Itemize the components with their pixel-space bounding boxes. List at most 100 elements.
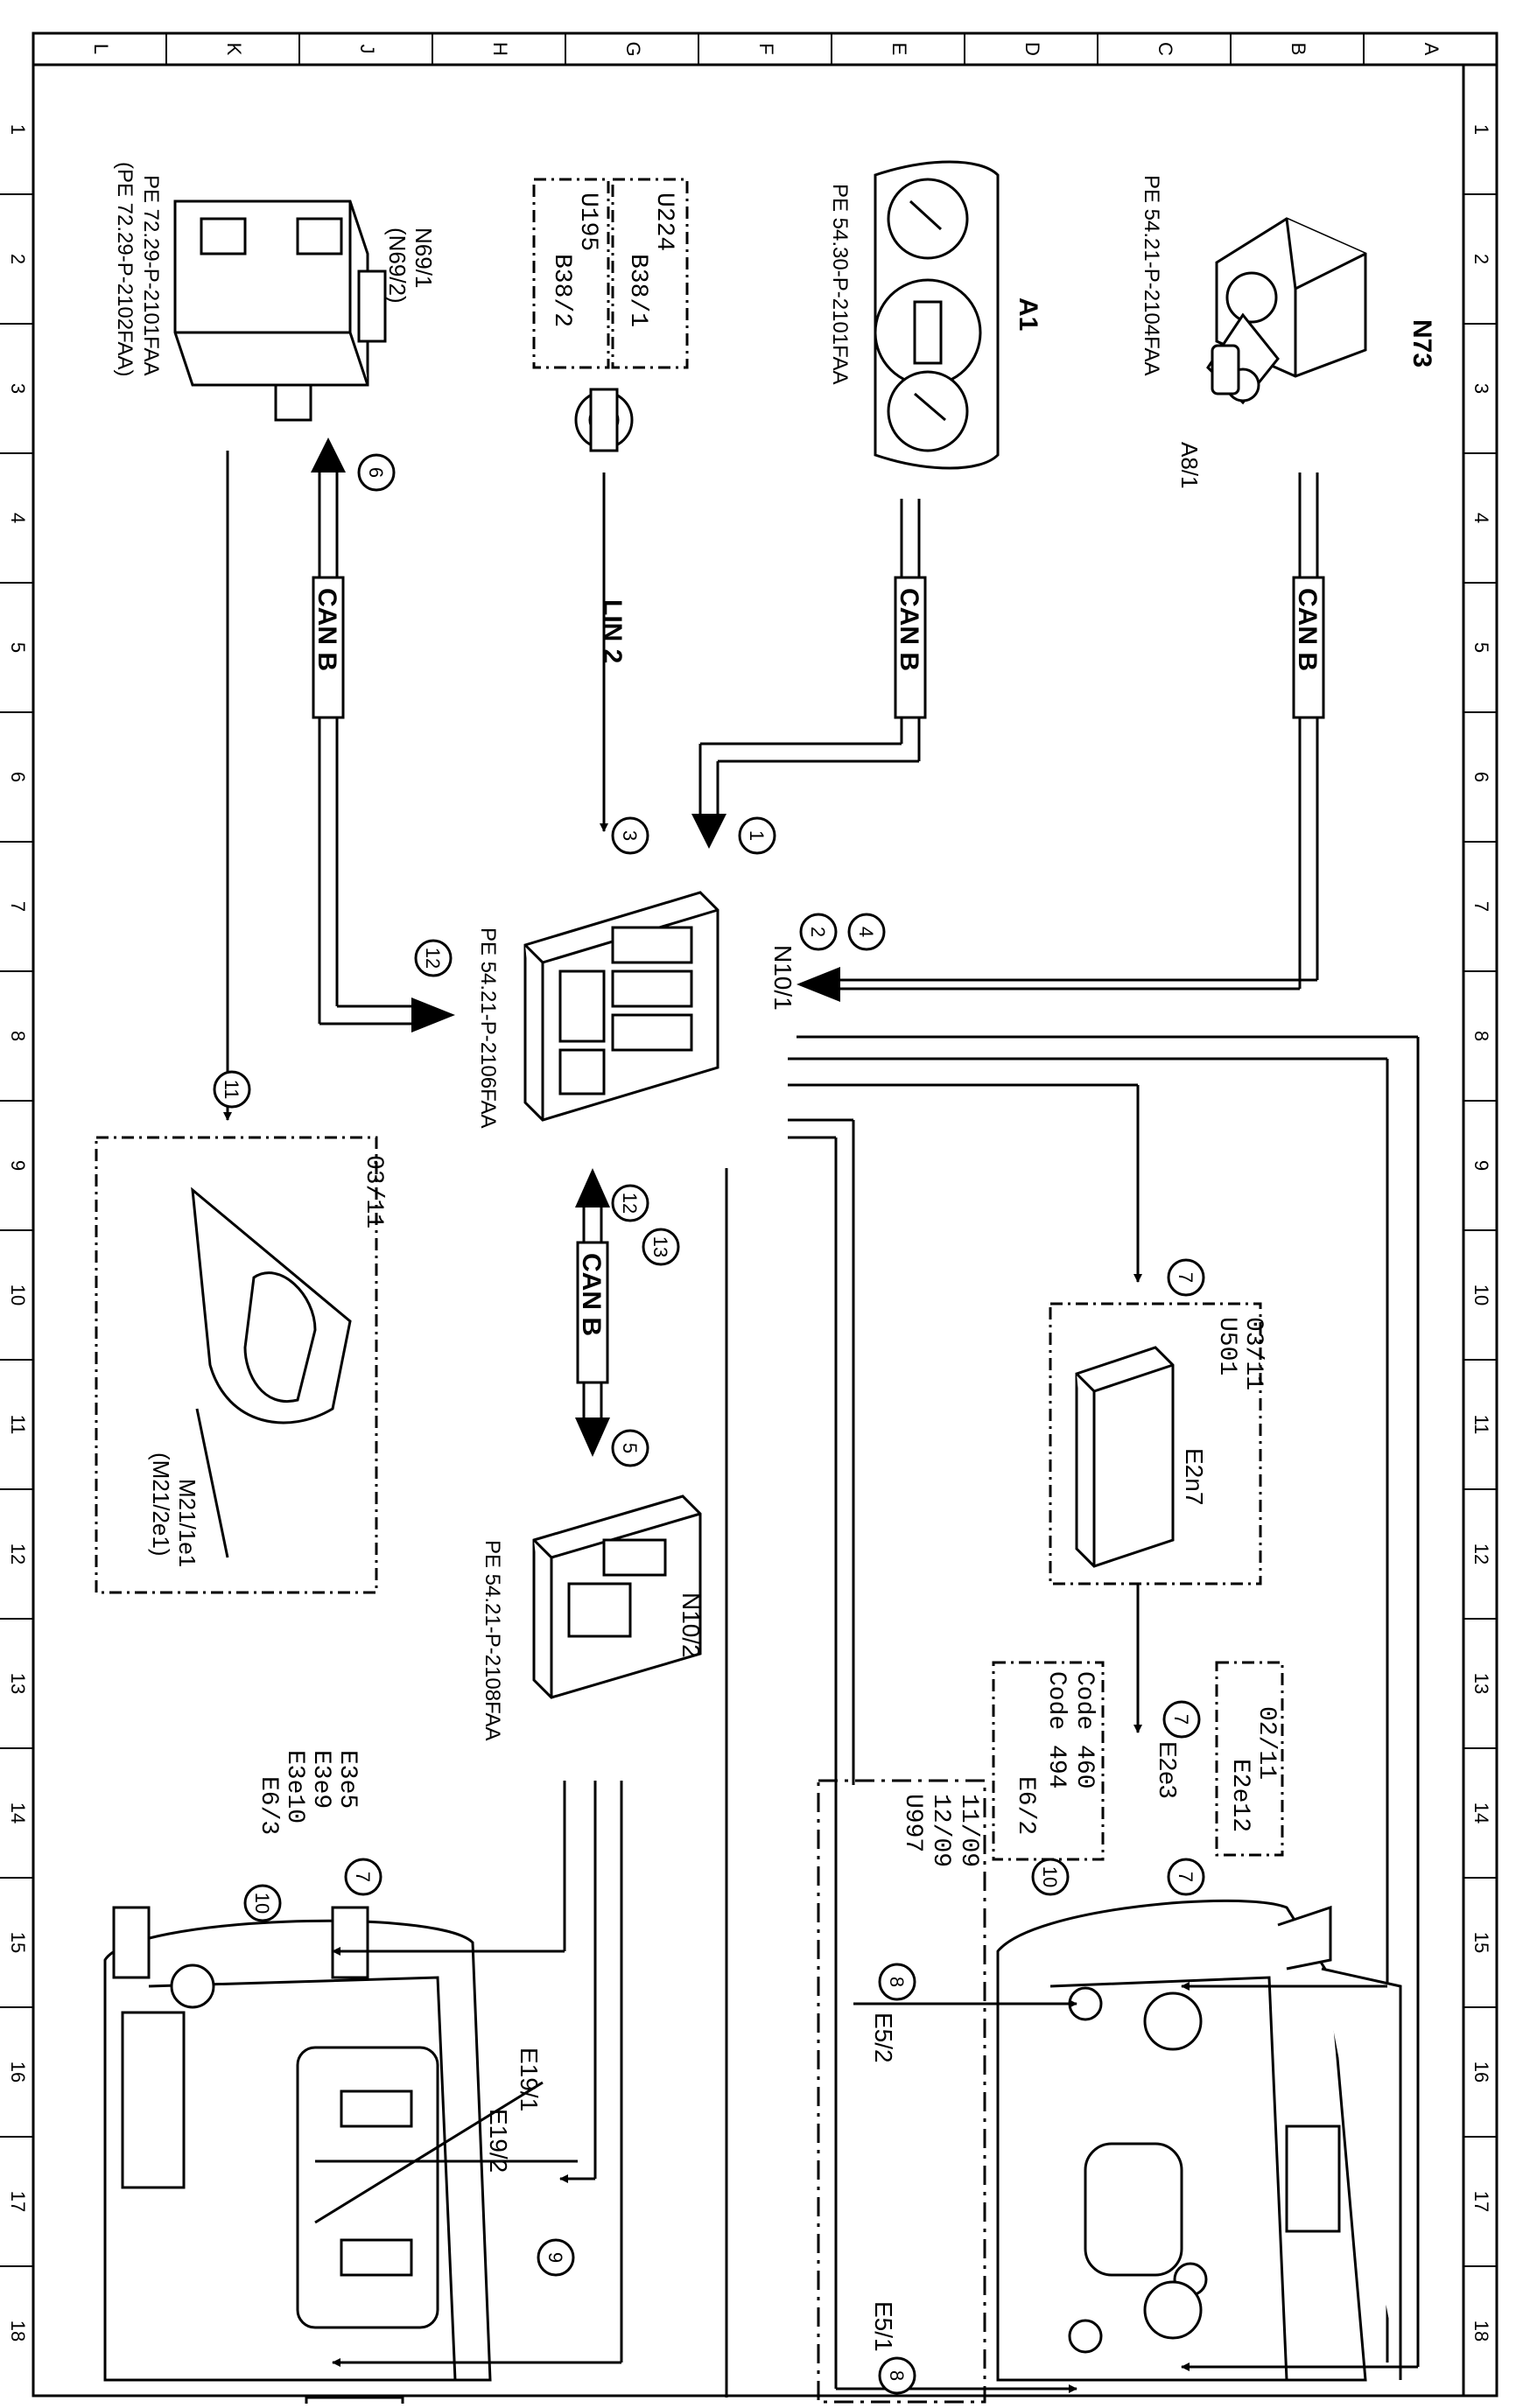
u997-code: U997 (899, 1794, 926, 1852)
row-number-right: 2 (1470, 254, 1492, 264)
callout-3-text: 3 (619, 830, 641, 841)
callout-12a-text: 12 (422, 948, 444, 969)
callout-12b-text: 12 (619, 1193, 641, 1214)
n10-1-ref: PE 54.21-P-2106FAA (476, 928, 500, 1128)
row-number-right: 4 (1470, 513, 1492, 523)
column-letter: F (755, 43, 777, 54)
rear-e3e9: E3e9 (307, 1750, 334, 1809)
row-number-left: 13 (7, 1673, 29, 1694)
row-number-left: 4 (7, 513, 29, 523)
mirror-box (95, 1136, 378, 1594)
can-b-label-n69: CAN B (312, 588, 341, 671)
e5-2-label: E5/2 (870, 2012, 897, 2063)
row-number-left: 9 (7, 1160, 29, 1171)
callout-10b-text: 10 (251, 1893, 273, 1914)
can-n10-arrowheads (575, 1168, 610, 1457)
callout-11 (213, 1070, 251, 1109)
n10-2-label: N10/2 (677, 1592, 705, 1658)
column-letter: K (223, 43, 245, 56)
row-number-right: 16 (1470, 2062, 1492, 2082)
row-number-left: 1 (7, 124, 29, 135)
callout-5 (611, 1429, 649, 1467)
e2e3-label: E2e3 (1155, 1741, 1182, 1798)
e2n7-date: 03/11 (1239, 1317, 1267, 1390)
row-number-left: 12 (7, 1544, 29, 1564)
rear-e3e5: E3e5 (333, 1750, 361, 1809)
e2e12-box (1215, 1661, 1284, 1857)
a1-ref: PE 54.30-P-2101FAA (828, 184, 852, 384)
column-letter: J (356, 45, 378, 54)
e2n7-label: E2n7 (1181, 1448, 1208, 1505)
b38-1-label: B38/1 (624, 254, 651, 327)
rear-car-lines (314, 1781, 623, 2367)
code-e6-2: E6/2 (1012, 1776, 1039, 1835)
callout-2 (799, 913, 838, 951)
row-number-right: 8 (1470, 1031, 1492, 1041)
can-b-label-a1: CAN B (895, 588, 923, 671)
callout-8b-text: 8 (886, 2370, 908, 2381)
can-b-label-n10-2: CAN B (577, 1253, 606, 1336)
callout-13-text: 13 (649, 1236, 671, 1257)
n10-2-ref: PE 54.21-P-2108FAA (481, 1540, 504, 1740)
bus-arrowheads (311, 438, 840, 1032)
n69-label: N69/1 (411, 228, 437, 288)
row-number-right: 3 (1470, 383, 1492, 394)
column-letter: L (90, 44, 112, 54)
u195-label: U195 (574, 192, 601, 251)
callout-12b (611, 1184, 649, 1222)
row-number-right: 13 (1470, 1673, 1492, 1694)
callout-8a (878, 1963, 916, 2001)
row-number-right: 5 (1470, 642, 1492, 653)
sensor-drawing (574, 388, 634, 452)
e2n7-code: U501 (1213, 1317, 1240, 1376)
callout-7d (344, 1858, 382, 1896)
callout-12a (414, 939, 453, 977)
rear-e6-3: E6/3 (255, 1776, 282, 1835)
callout-1 (738, 816, 776, 855)
row-number-right: 11 (1470, 1415, 1492, 1435)
bus-label-boxes (312, 576, 1325, 1384)
row-number-left: 17 (7, 2191, 29, 2212)
u997-date-2: 12/09 (927, 1794, 954, 1867)
row-number-left: 14 (7, 1802, 29, 1824)
e2n7-box (1049, 1302, 1262, 1586)
callout-7b (1162, 1700, 1201, 1739)
column-letter: B (1288, 43, 1309, 56)
n73-sub-label: A8/1 (1176, 442, 1203, 489)
rear-car-drawing (103, 1906, 492, 2408)
callout-8a-text: 8 (886, 1977, 908, 1987)
lin-2-label: LIN 2 (598, 599, 627, 663)
sensor-boxes (532, 178, 689, 369)
mirror-label: M21/1e1 (174, 1479, 200, 1567)
n73-label: N73 (1407, 319, 1436, 368)
row-number-left: 2 (7, 254, 29, 264)
row-number-left: 3 (7, 383, 29, 394)
row-number-left: 11 (7, 1415, 29, 1435)
callout-6-text: 6 (365, 467, 387, 478)
mirror-alt-label: (M21/2e1) (148, 1452, 174, 1557)
ignition-switch-drawing (1206, 217, 1367, 405)
rear-car-labels: E3e5 E3e9 E3e10 E6/3 (255, 1750, 361, 1835)
row-number-right: 17 (1470, 2191, 1492, 2212)
column-letter: H (489, 42, 511, 56)
a1-label: A1 (1014, 298, 1042, 331)
callout-13 (642, 1228, 680, 1266)
row-number-right: 1 (1470, 124, 1492, 135)
row-number-right: 14 (1470, 1802, 1492, 1824)
column-letter: E (888, 43, 910, 56)
n69-ref-1: PE 72.29-P-2101FAA (139, 175, 163, 375)
e19-1-label: E19/1 (516, 2048, 543, 2111)
callouts (213, 453, 1205, 2395)
e2e12-date: 02/11 (1253, 1706, 1280, 1780)
b38-2-label: B38/2 (548, 254, 575, 327)
column-letter: A (1421, 43, 1442, 56)
u224-label: U224 (650, 192, 677, 251)
callout-3 (611, 816, 649, 855)
callout-6 (357, 453, 396, 492)
callout-7a-text: 7 (1175, 1272, 1197, 1283)
column-letter: D (1021, 42, 1043, 56)
